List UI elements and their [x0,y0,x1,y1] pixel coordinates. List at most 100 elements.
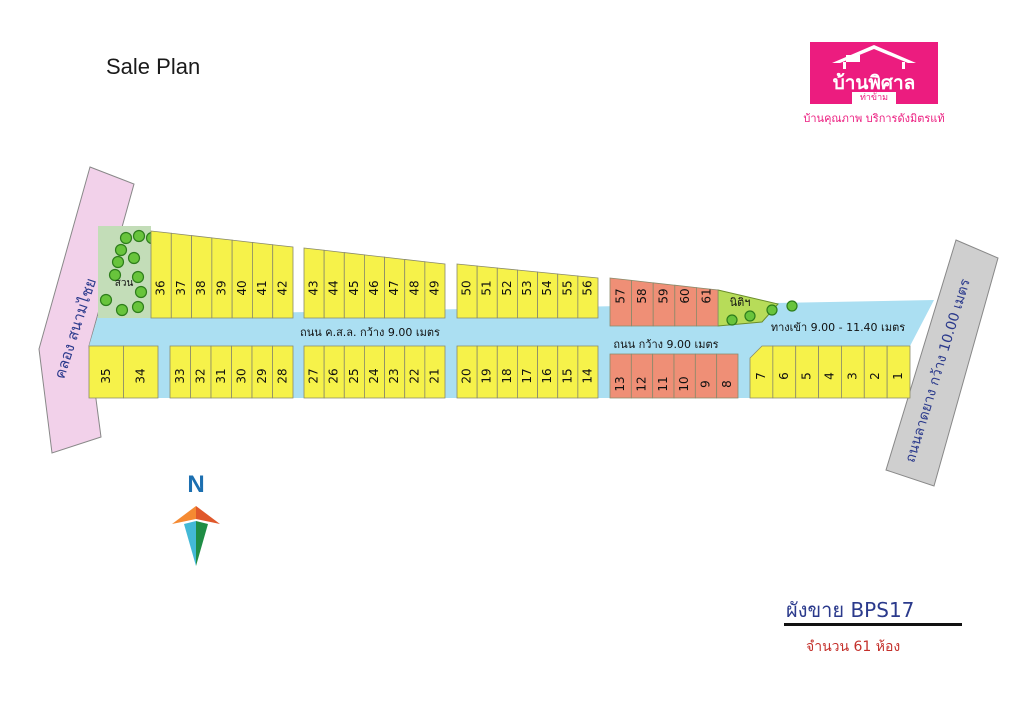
plot-number: 35 [99,368,113,383]
plot-2[interactable] [863,345,888,399]
plot-9[interactable] [694,353,718,399]
plot-number: 39 [215,280,229,295]
plot-number: 2 [868,372,882,380]
north-letter: N [187,471,204,498]
plot-number: 10 [677,376,691,391]
plot-56[interactable] [577,275,599,319]
page-title: Sale Plan [106,54,201,79]
plot-number: 8 [720,380,734,388]
plot-number: 22 [407,368,421,383]
plot-number: 6 [777,372,791,380]
plot-number: 7 [754,372,768,380]
plot-28[interactable] [272,345,294,399]
plot-number: 15 [560,368,574,383]
park-label: สวน [115,278,134,289]
plot-number: 53 [520,280,534,295]
sheet-title: ผังขาย BPS17 [786,598,915,622]
plot-42[interactable] [272,244,294,319]
plot-number: 34 [133,368,147,383]
plot-number: 56 [580,280,594,295]
entrance-label: ทางเข้า 9.00 - 11.40 เมตร [771,321,905,334]
juristic-label: นิติฯ [730,296,751,309]
plot-5[interactable] [795,345,819,399]
north-compass: N [172,471,220,566]
plot-number: 18 [500,368,514,383]
plot-number: 37 [174,280,188,295]
juristic-trees [726,300,798,326]
plot-number: 23 [387,368,401,383]
plot-38[interactable] [191,235,213,319]
plot-number: 25 [347,368,361,383]
logo-subtitle: ท่าข้าม [852,92,896,104]
house-roof-icon [832,45,916,69]
plot-number: 13 [613,376,627,391]
plot-34[interactable] [123,345,159,399]
brand-logo: บ้านพิศาล ท่าข้าม [810,42,938,104]
plot-number: 9 [699,380,713,388]
plot-number: 30 [234,368,248,383]
plot-number: 60 [678,288,692,303]
plot-number: 59 [657,288,671,303]
plot-37[interactable] [170,232,192,319]
compass-arrow-icon [172,506,220,566]
plot-number: 1 [891,372,905,380]
plot-number: 51 [480,280,494,295]
plot-40[interactable] [231,239,253,319]
plot-number: 20 [460,368,474,383]
plot-number: 14 [580,368,594,383]
plot-number: 47 [387,280,401,295]
plot-39[interactable] [211,237,233,319]
logo-name: บ้านพิศาล [832,72,916,94]
plot-21[interactable] [424,345,446,399]
plot-1[interactable] [886,345,911,399]
logo-slogan: บ้านคุณภาพ บริการดังมิตรแท้ [803,112,945,125]
plot-number: 28 [275,368,289,383]
plot-number: 24 [367,368,381,383]
plot-number: 42 [275,280,289,295]
plot-7[interactable] [749,345,774,399]
plot-number: 4 [823,372,837,380]
plot-number: 57 [613,288,627,303]
plot-number: 40 [235,280,249,295]
plot-number: 32 [193,368,207,383]
plot-number: 36 [154,280,168,295]
plot-number: 58 [635,288,649,303]
plot-6[interactable] [772,345,797,399]
main-road-label: ถนน ค.ส.ล. กว้าง 9.00 เมตร [300,326,440,339]
plot-number: 26 [327,368,341,383]
plot-41[interactable] [252,241,274,319]
plot-number: 3 [845,372,859,380]
plot-3[interactable] [841,345,865,399]
park-trees [99,229,159,317]
plot-number: 27 [307,368,321,383]
plot-4[interactable] [818,345,842,399]
plot-number: 17 [520,368,534,383]
plot-number: 5 [800,372,814,380]
plot-number: 21 [427,368,441,383]
plot-number: 45 [347,280,361,295]
plot-number: 11 [656,376,670,391]
sheet-unit-count: จำนวน 61 ห้อง [806,639,901,655]
plot-49[interactable] [424,261,446,319]
inner-road-label: ถนน กว้าง 9.00 เมตร [613,338,718,351]
plot-number: 38 [194,280,208,295]
plot-61[interactable] [696,287,719,327]
plot-number: 49 [427,280,441,295]
plot-number: 50 [460,280,474,295]
plot-number: 12 [635,376,649,391]
plot-number: 33 [173,368,187,383]
plot-number: 46 [367,280,381,295]
plot-14[interactable] [577,345,599,399]
plot-36[interactable] [150,230,172,319]
plot-number: 61 [700,288,714,303]
plot-number: 31 [214,368,228,383]
plot-8[interactable] [716,353,739,399]
plot-number: 29 [255,368,269,383]
plot-number: 44 [327,280,341,295]
plot-number: 54 [540,280,554,295]
plot-number: 55 [560,280,574,295]
plot-number: 43 [307,280,321,295]
sheet-title-underline [784,623,962,626]
